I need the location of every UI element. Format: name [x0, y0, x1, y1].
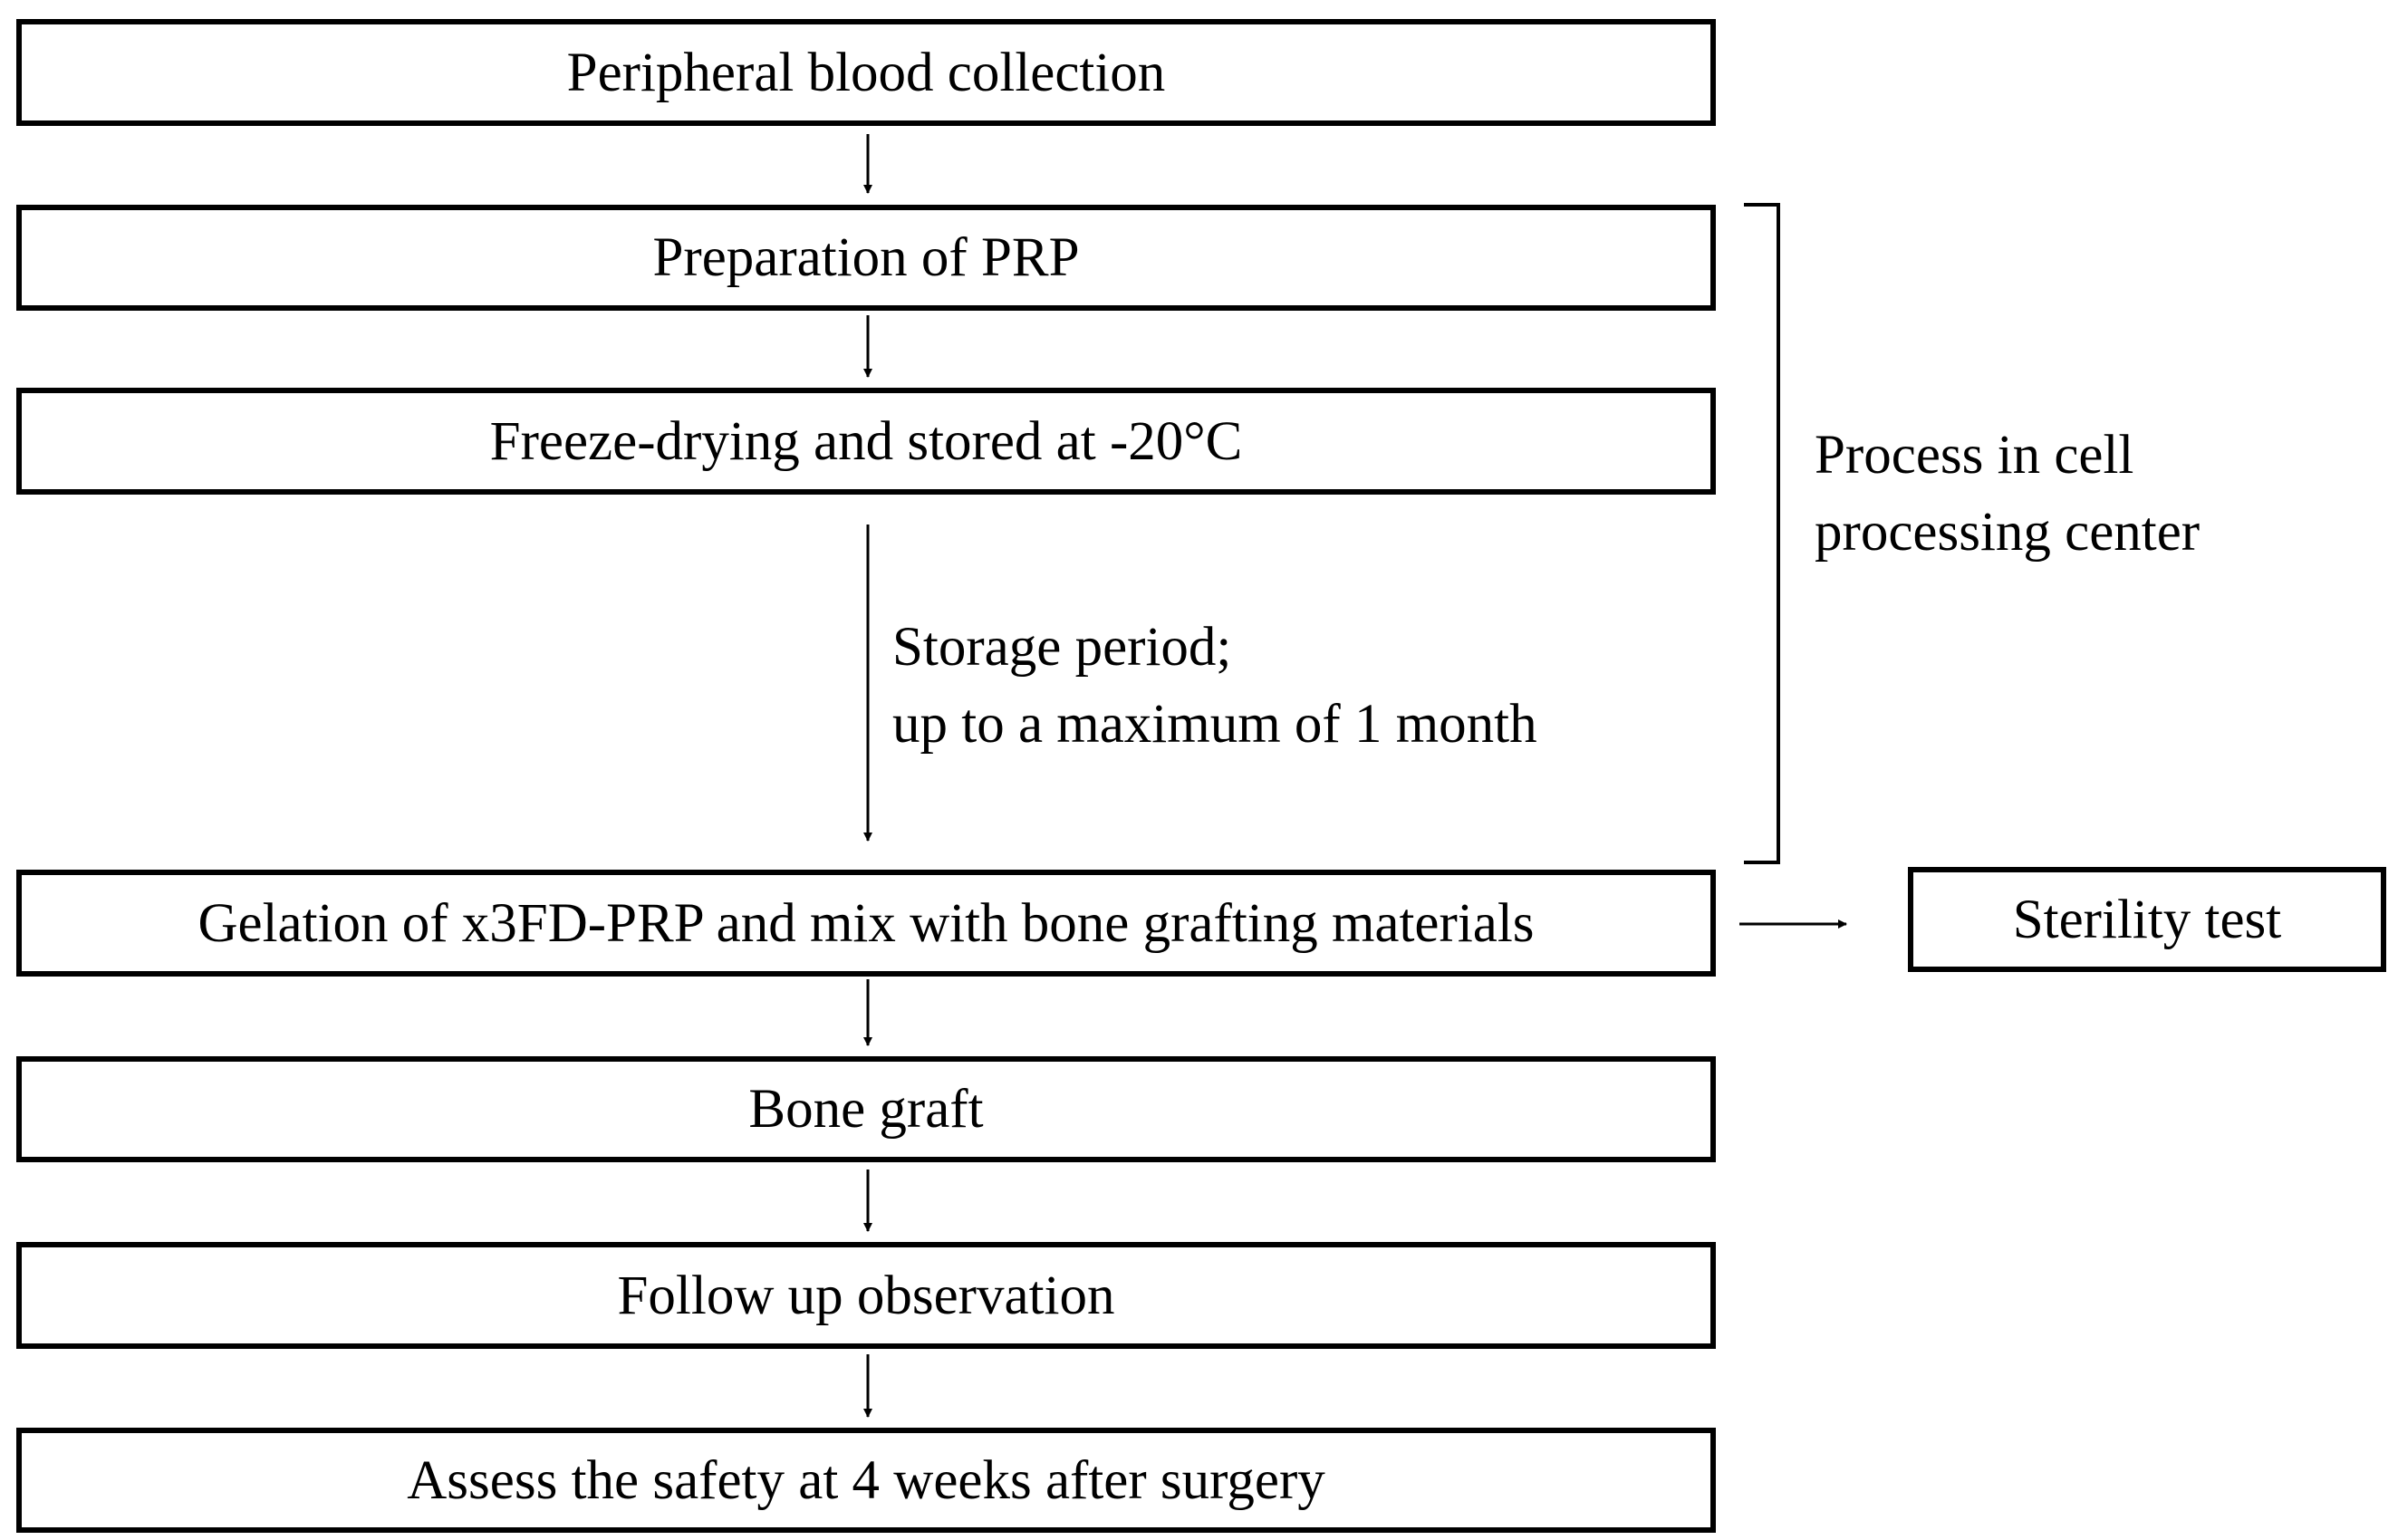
storage-note-line-2: up to a maximum of 1 month — [892, 694, 1537, 755]
step-label: Preparation of PRP — [652, 227, 1080, 288]
step-follow-up-observation: Follow up observation — [16, 1242, 1716, 1349]
storage-period-note: Storage period; up to a maximum of 1 mon… — [892, 609, 1537, 763]
step-assess-safety: Assess the safety at 4 weeks after surge… — [16, 1428, 1716, 1533]
step-bone-graft: Bone graft — [16, 1056, 1716, 1162]
storage-note-line-1: Storage period; — [892, 617, 1232, 678]
step-label: Freeze-drying and stored at -20°C — [489, 410, 1243, 472]
bracket-label-line-1: Process in cell — [1815, 425, 2134, 486]
step-label: Peripheral blood collection — [566, 42, 1166, 103]
sterility-test-box: Sterility test — [1908, 867, 2386, 972]
step-label: Bone graft — [748, 1079, 984, 1140]
step-gelation-and-mixing: Gelation of x3FD-PRP and mix with bone g… — [16, 870, 1716, 977]
sterility-test-label: Sterility test — [2012, 889, 2282, 950]
step-freeze-drying: Freeze-drying and stored at -20°C — [16, 388, 1716, 495]
step-label: Assess the safety at 4 weeks after surge… — [407, 1449, 1325, 1511]
bracket-label-line-2: processing center — [1815, 502, 2201, 563]
step-label: Gelation of x3FD-PRP and mix with bone g… — [197, 892, 1535, 954]
cpc-bracket — [1744, 203, 1780, 864]
step-label: Follow up observation — [617, 1265, 1115, 1326]
step-preparation-of-prp: Preparation of PRP — [16, 205, 1716, 311]
step-peripheral-blood-collection: Peripheral blood collection — [16, 19, 1716, 126]
cpc-bracket-label: Process in cell processing center — [1815, 417, 2200, 571]
